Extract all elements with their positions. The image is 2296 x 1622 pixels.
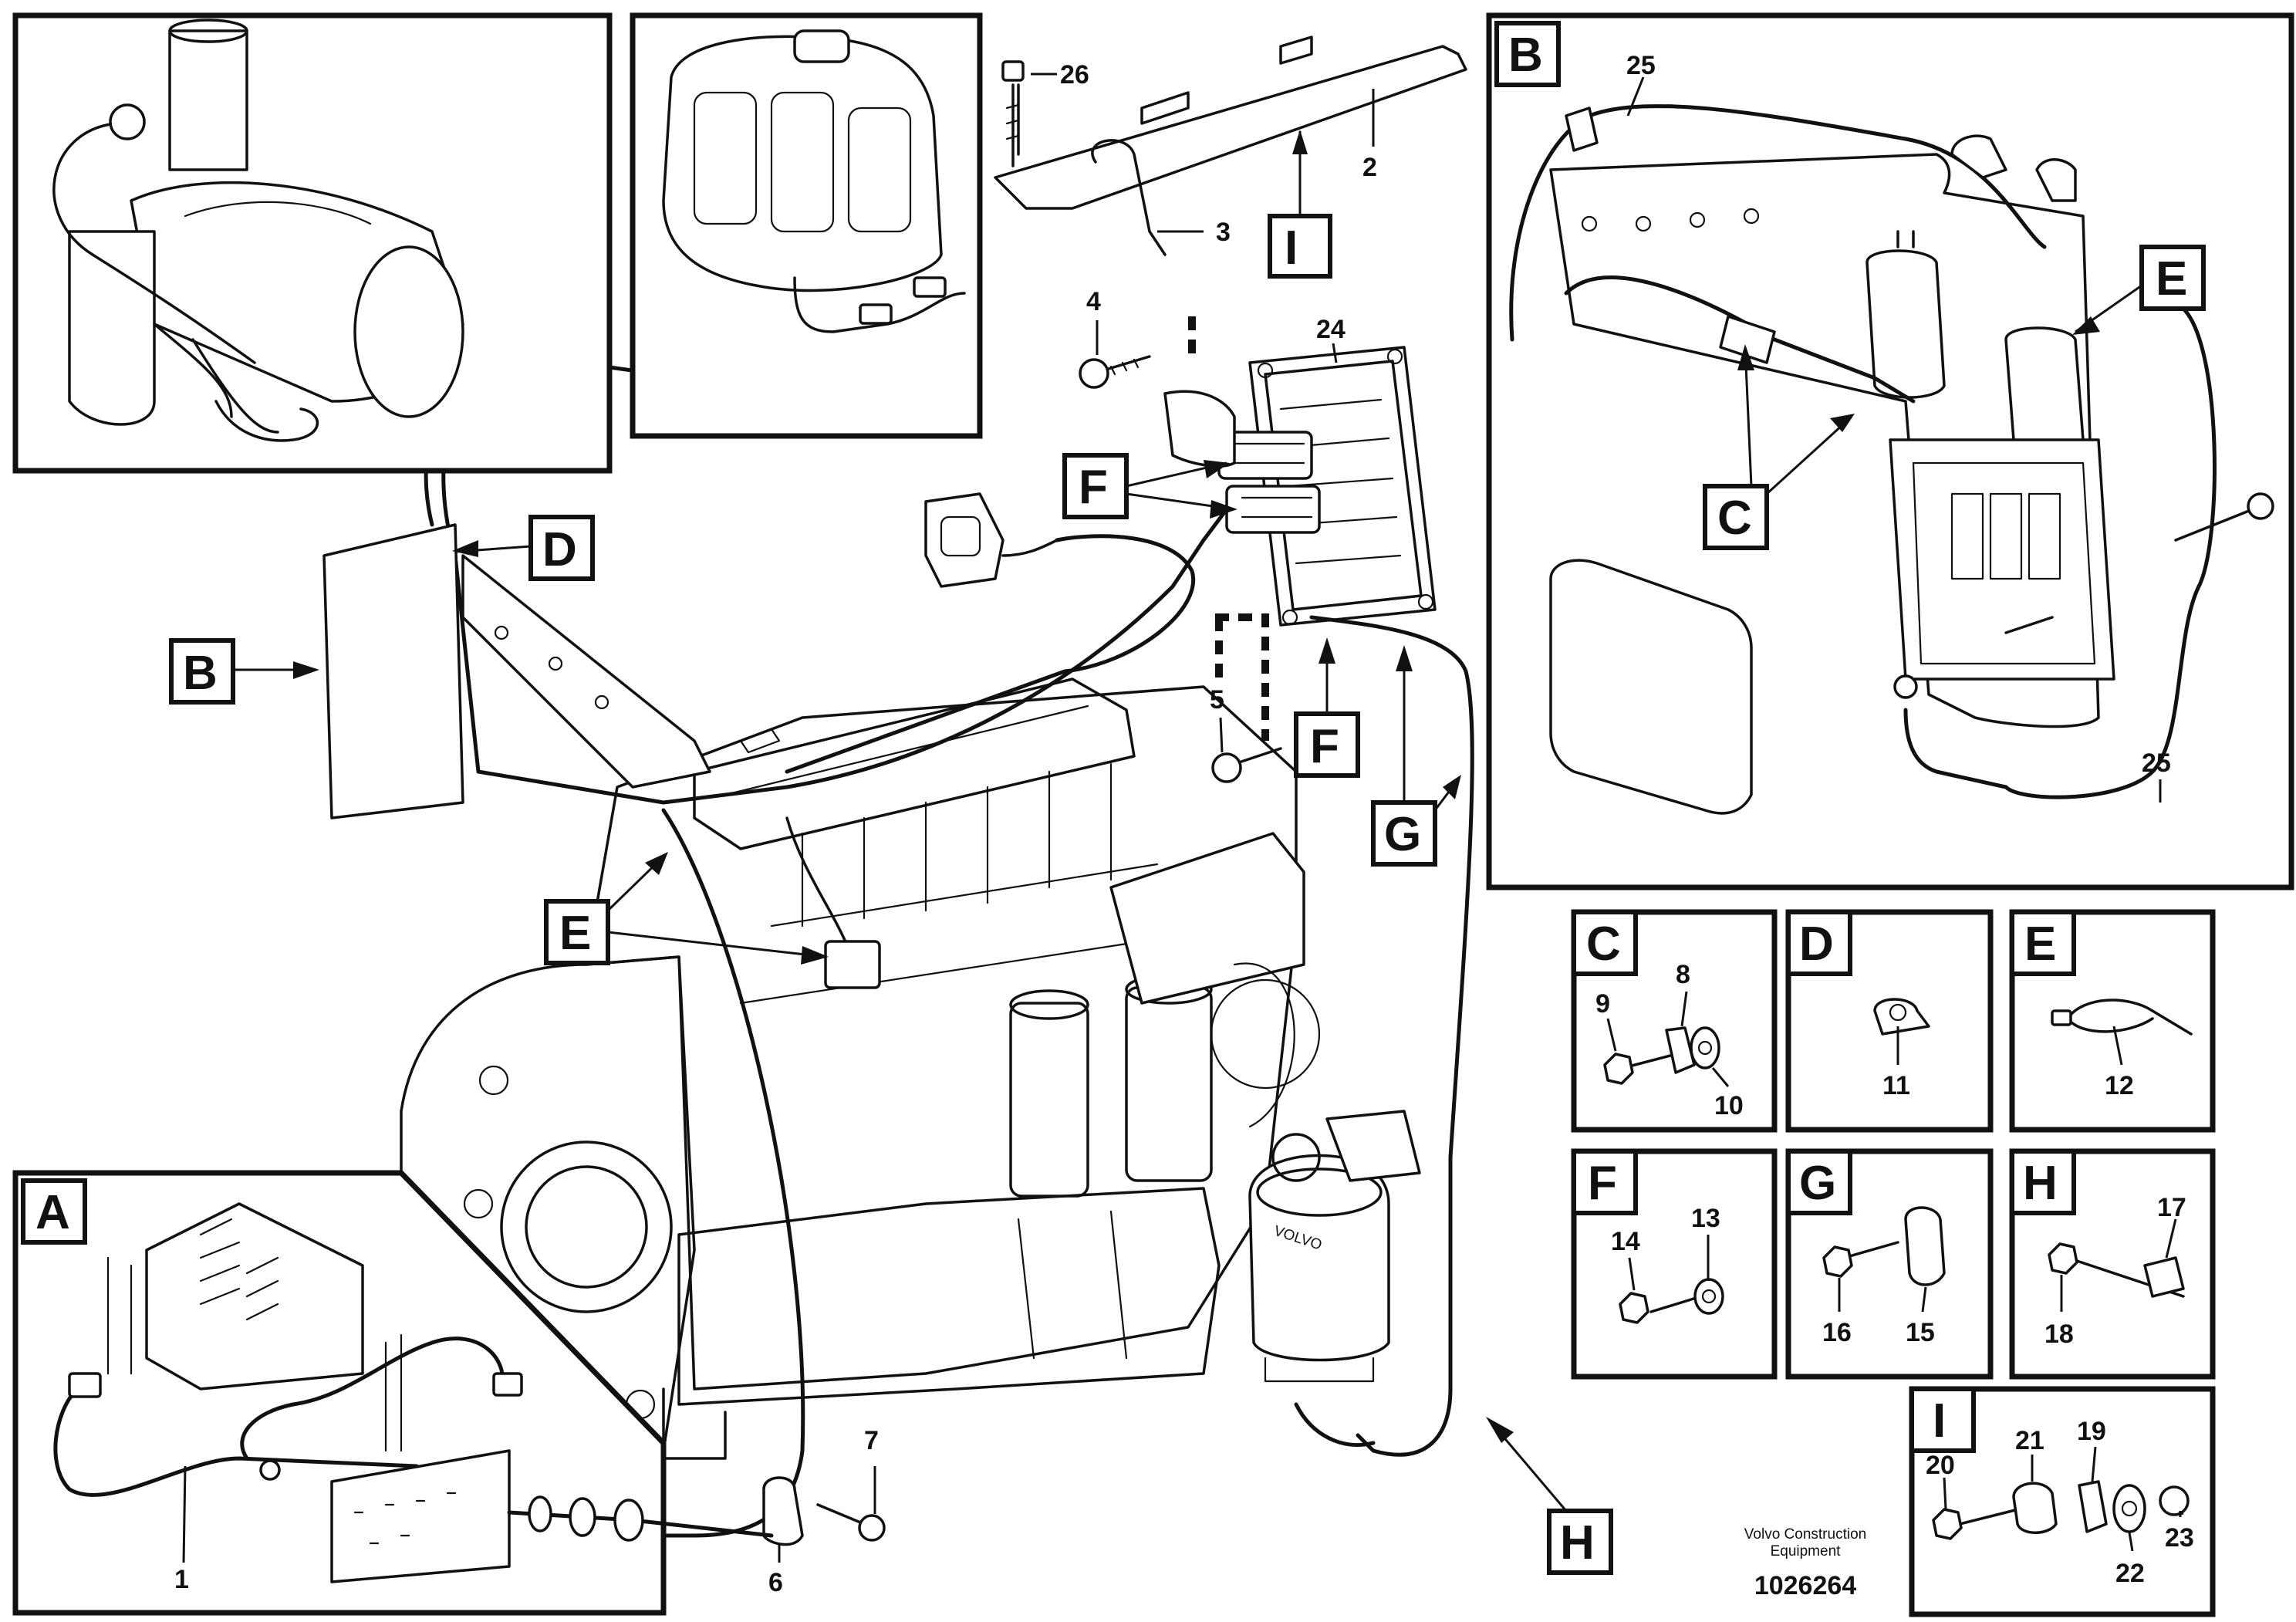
part-label-16: 16 bbox=[1822, 1318, 1852, 1347]
ecu-control-unit bbox=[924, 346, 1437, 627]
part-label-25-bottom: 25 bbox=[2142, 748, 2171, 778]
part-label-6: 6 bbox=[768, 1568, 783, 1597]
part-label-5: 5 bbox=[1210, 685, 1224, 715]
callout-b-main: B bbox=[183, 647, 218, 700]
part-label-21: 21 bbox=[2015, 1426, 2044, 1455]
part-label-3: 3 bbox=[1216, 218, 1231, 247]
wiring-harness bbox=[322, 356, 1474, 1538]
callout-d: D bbox=[542, 523, 577, 576]
callout-i-main: I bbox=[1285, 221, 1298, 275]
detail-header-c: C bbox=[1586, 917, 1621, 971]
part-number-labels: 1 2 3 4 5 6 7 8 9 10 11 12 13 bbox=[174, 51, 2194, 1597]
inset-view-a bbox=[12, 1170, 774, 1616]
callout-f-upper: F bbox=[1079, 461, 1108, 514]
detail-header-g: G bbox=[1799, 1157, 1836, 1210]
part-label-17: 17 bbox=[2157, 1193, 2186, 1222]
part-label-14: 14 bbox=[1611, 1227, 1640, 1256]
callout-e-inset: E bbox=[2156, 252, 2187, 306]
bolts-main bbox=[1079, 316, 1282, 783]
callout-h: H bbox=[1560, 1516, 1595, 1570]
callout-g: G bbox=[1384, 808, 1421, 861]
callout-b-inset: B bbox=[1508, 29, 1543, 82]
fuel-filter: VOLVO bbox=[1248, 1110, 1421, 1383]
part-label-4: 4 bbox=[1086, 287, 1101, 316]
brand-line-2: Equipment bbox=[1771, 1543, 1842, 1559]
part-label-26: 26 bbox=[1060, 60, 1089, 90]
part-label-9: 9 bbox=[1595, 989, 1610, 1019]
detail-header-h: H bbox=[2023, 1157, 2058, 1210]
brand-line-1: Volvo Construction bbox=[1744, 1526, 1866, 1543]
part-label-8: 8 bbox=[1676, 960, 1690, 989]
clamp-bolt-6-7 bbox=[762, 1476, 886, 1546]
detail-header-f: F bbox=[1588, 1157, 1617, 1210]
part-label-10: 10 bbox=[1714, 1091, 1744, 1120]
part-label-1: 1 bbox=[174, 1565, 189, 1594]
inset-air-cleaner bbox=[12, 12, 613, 474]
callout-f-lower: F bbox=[1310, 720, 1339, 773]
engine-block bbox=[400, 678, 1321, 1468]
part-label-24: 24 bbox=[1316, 315, 1346, 344]
part-label-25-top: 25 bbox=[1626, 51, 1656, 80]
harness-bracket bbox=[994, 35, 1467, 256]
part-label-18: 18 bbox=[2044, 1320, 2074, 1349]
part-label-15: 15 bbox=[1906, 1318, 1935, 1347]
part-label-2: 2 bbox=[1362, 153, 1377, 182]
detail-header-d: D bbox=[1799, 917, 1834, 971]
callout-e-main: E bbox=[559, 907, 591, 960]
image-code: 1026264 bbox=[1754, 1571, 1856, 1600]
part-label-11: 11 bbox=[1882, 1071, 1910, 1100]
part-label-23: 23 bbox=[2165, 1523, 2194, 1553]
callout-c-inset: C bbox=[1717, 492, 1752, 545]
inset-view-b bbox=[1486, 12, 2294, 890]
part-label-22: 22 bbox=[2115, 1559, 2145, 1588]
part-label-13: 13 bbox=[1691, 1204, 1720, 1233]
part-label-19: 19 bbox=[2077, 1417, 2106, 1446]
inset-coolant-tank bbox=[630, 12, 983, 439]
view-callouts: I D B F F G E bbox=[21, 21, 2206, 1575]
detail-header-i: I bbox=[1933, 1394, 1946, 1448]
part-label-20: 20 bbox=[1926, 1451, 1955, 1480]
detail-header-e: E bbox=[2024, 917, 2056, 971]
part-label-12: 12 bbox=[2105, 1071, 2134, 1100]
callout-a: A bbox=[35, 1186, 70, 1239]
part-label-7: 7 bbox=[864, 1426, 879, 1455]
footer: Volvo Construction Equipment 1026264 bbox=[1744, 1526, 1866, 1600]
